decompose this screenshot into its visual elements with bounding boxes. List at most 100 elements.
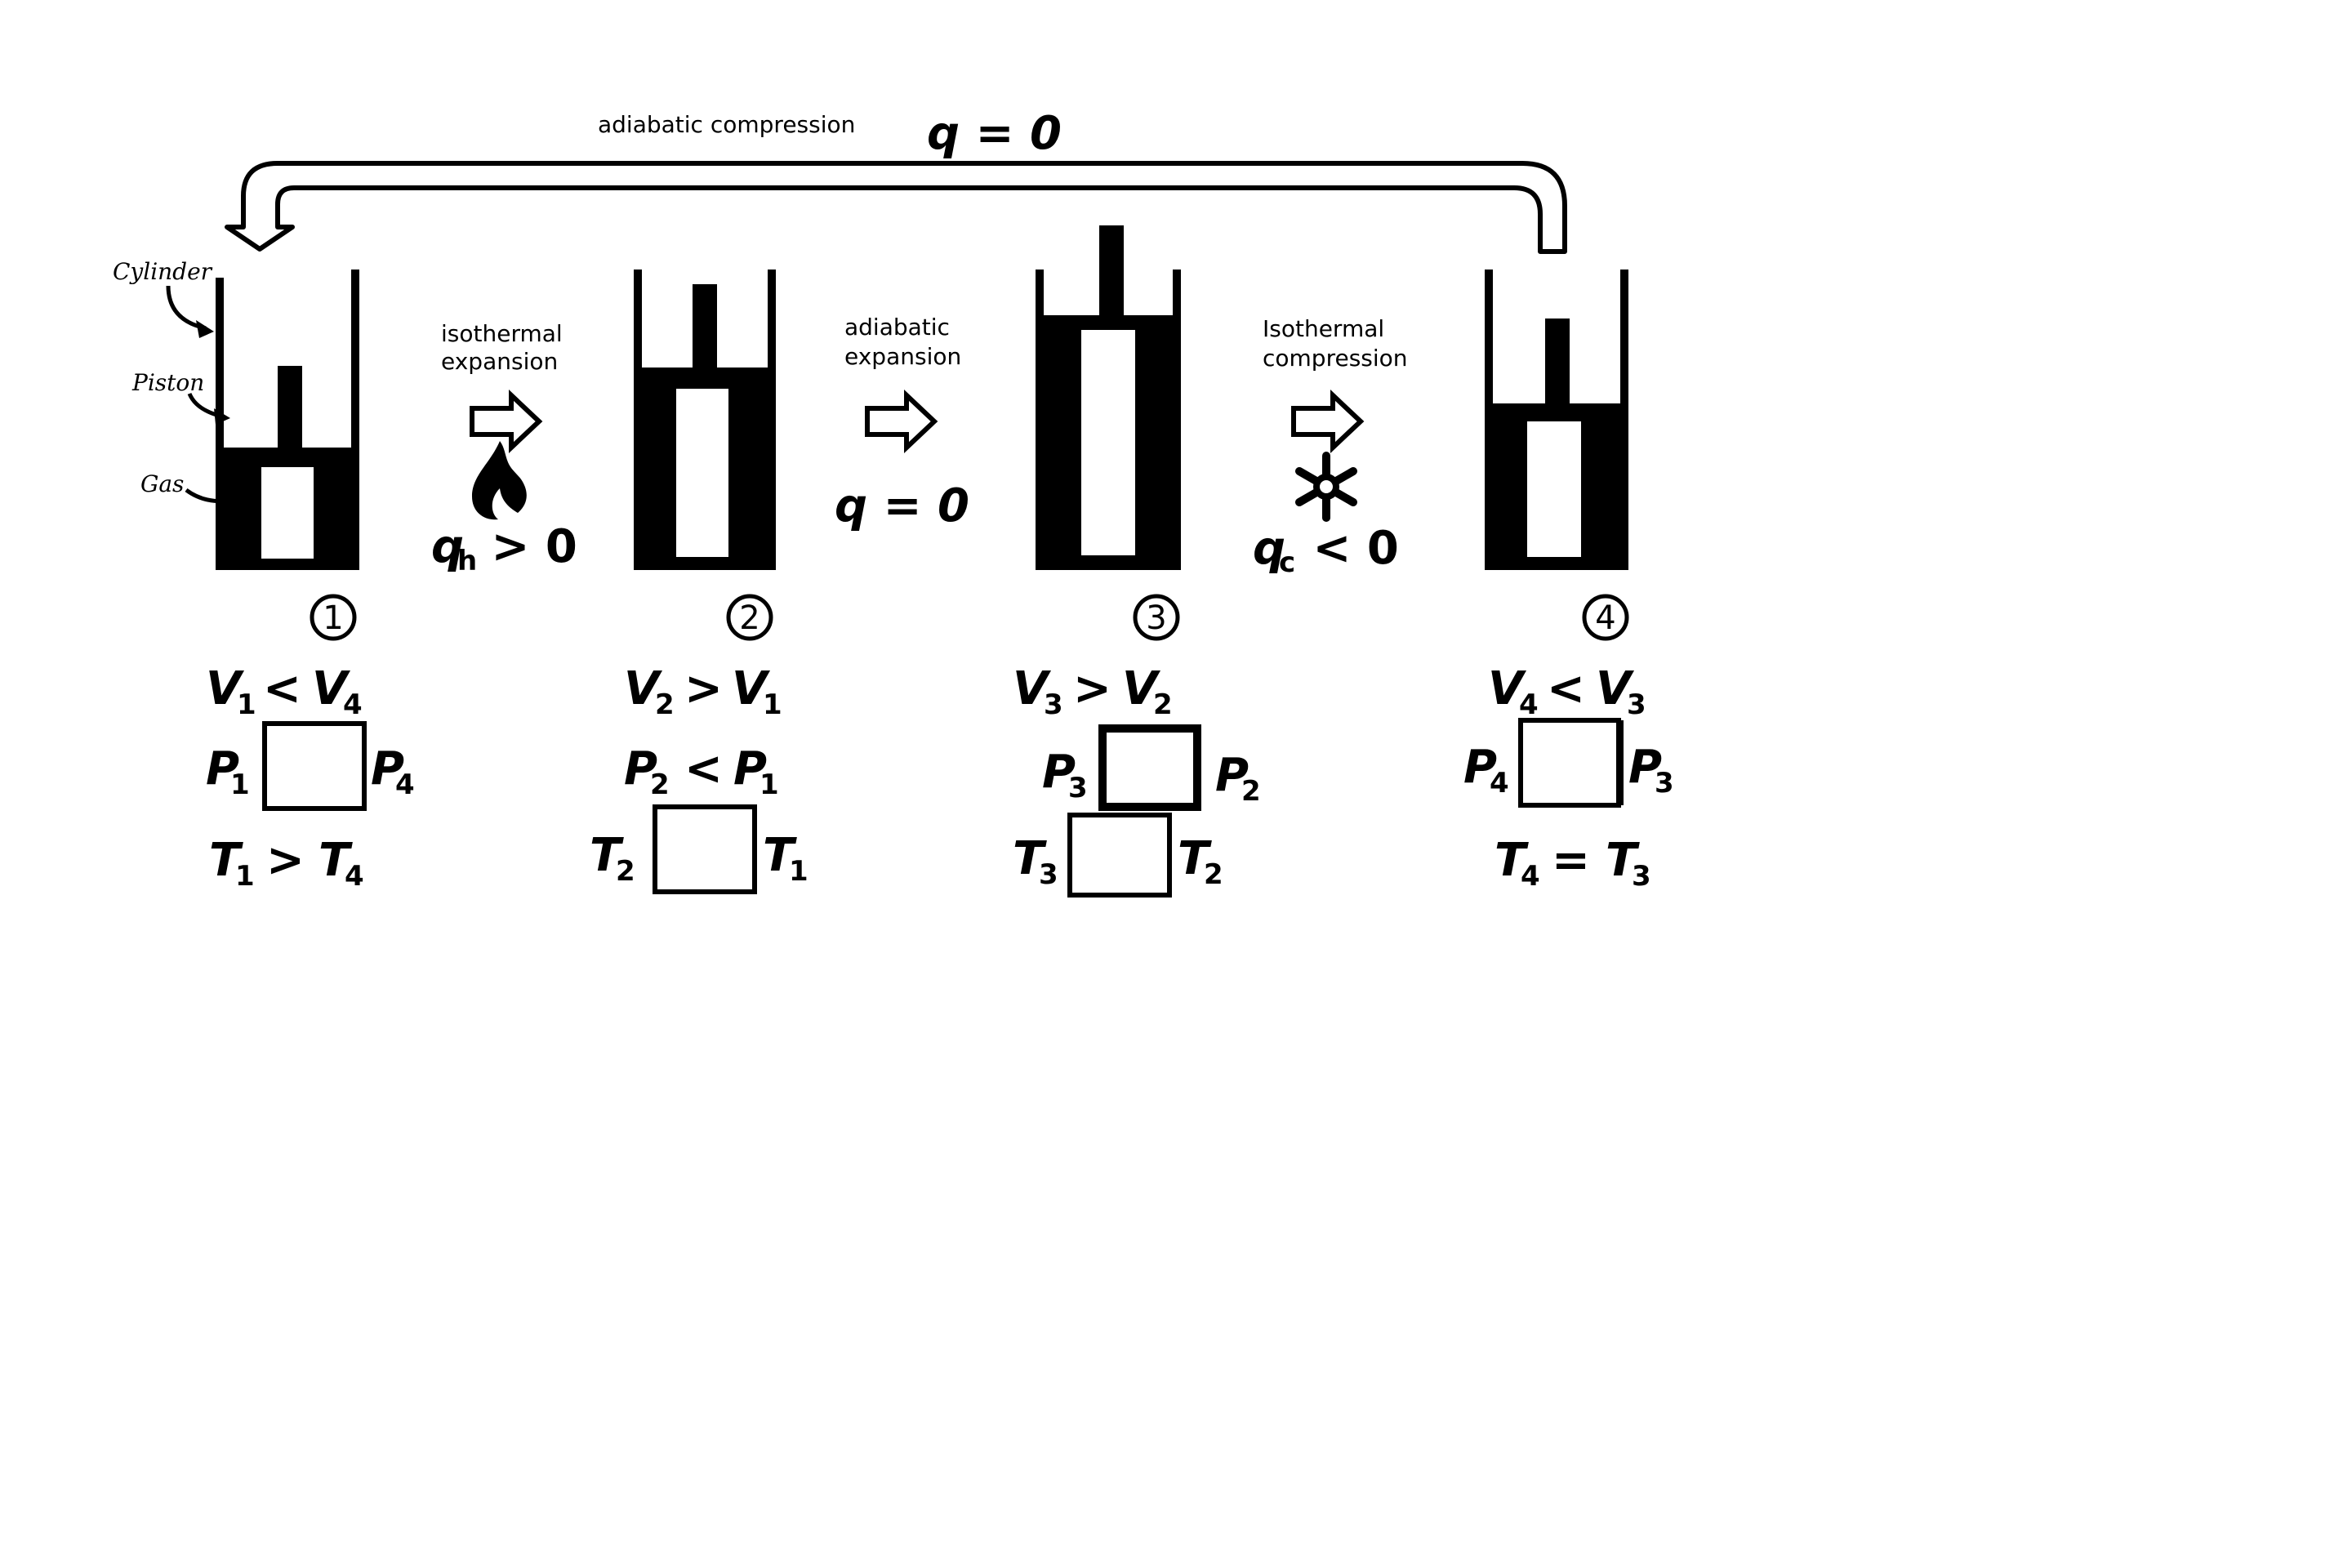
svg-text:P: P xyxy=(371,742,404,795)
step-3-heat-sub: c xyxy=(1279,546,1295,579)
svg-text:P: P xyxy=(206,742,239,795)
svg-text:P: P xyxy=(733,742,767,795)
step-1-heat-rel: > 0 xyxy=(475,520,577,573)
svg-text:2: 2 xyxy=(1153,688,1173,721)
loop-process-label: adiabatic compression xyxy=(598,111,855,138)
svg-text:3: 3 xyxy=(1068,772,1088,804)
svg-text:P: P xyxy=(1628,741,1662,794)
svg-text:3: 3 xyxy=(1632,860,1651,893)
svg-text:2: 2 xyxy=(616,855,635,888)
answer-box-p4-p3[interactable] xyxy=(1518,718,1621,808)
step-1-heat-q: q xyxy=(431,520,464,573)
svg-text:<: < xyxy=(684,742,723,795)
piston-rod xyxy=(693,284,717,374)
step-2-heat: q = 0 xyxy=(835,479,969,532)
svg-text:T: T xyxy=(1013,832,1047,885)
svg-text:P: P xyxy=(1463,741,1497,794)
svg-text:3: 3 xyxy=(1655,767,1674,800)
svg-text:=: = xyxy=(1552,834,1590,887)
step-adiabatic-expansion: adiabatic expansion q = 0 xyxy=(835,314,969,532)
loop-heat-label: q = 0 xyxy=(927,107,1062,160)
svg-text:2: 2 xyxy=(1204,858,1223,891)
piston-rod xyxy=(278,366,302,452)
svg-text:>: > xyxy=(1073,662,1111,715)
flame-icon xyxy=(472,441,527,520)
state-number-1: 1 xyxy=(323,599,343,637)
svg-text:3: 3 xyxy=(1039,858,1058,891)
state-1-relations: V 1 < V 4 P 1 P 4 T 1 > T 4 xyxy=(206,662,415,893)
svg-text:4: 4 xyxy=(395,768,415,801)
svg-text:T: T xyxy=(1606,834,1640,887)
svg-text:<: < xyxy=(1547,662,1585,715)
cylinder-label: Cylinder xyxy=(113,258,213,285)
cylinder-pointer-head xyxy=(196,320,214,338)
svg-text:T: T xyxy=(318,834,353,887)
adiabatic-compression-loop: adiabatic compression q = 0 xyxy=(225,107,1567,254)
svg-text:P: P xyxy=(1215,749,1249,802)
answer-box-p1-p4[interactable] xyxy=(262,721,367,811)
gas-volume xyxy=(261,467,314,559)
step-2-arrow xyxy=(865,390,938,453)
piston-label: Piston xyxy=(131,369,204,396)
svg-text:P: P xyxy=(624,742,657,795)
step-3-heat-rel: < 0 xyxy=(1297,522,1399,575)
state-4-circle xyxy=(1582,594,1629,641)
state-number-4: 4 xyxy=(1595,599,1615,637)
state-2-relations: V 2 > V 1 P 2 < P 1 T 2 T 1 xyxy=(590,662,808,894)
step-1-heat-sub: h xyxy=(457,545,477,577)
svg-text:V: V xyxy=(1122,662,1161,715)
svg-text:>: > xyxy=(266,834,305,887)
svg-text:V: V xyxy=(312,662,351,715)
gas-label: Gas xyxy=(140,470,184,497)
svg-text:T: T xyxy=(1494,834,1529,887)
svg-text:4: 4 xyxy=(1519,688,1539,721)
svg-text:4: 4 xyxy=(345,860,364,893)
cylinder-state-4: 4 xyxy=(1485,270,1629,641)
svg-text:4: 4 xyxy=(1521,860,1540,893)
svg-text:2: 2 xyxy=(650,768,670,801)
state-3-relations: V 3 > V 2 P 3 P 2 T 3 T 2 xyxy=(1013,662,1261,898)
cylinder-state-3: 3 xyxy=(1036,225,1181,641)
svg-text:V: V xyxy=(1596,662,1635,715)
step-2-line2: expansion xyxy=(844,343,961,370)
state-3-circle xyxy=(1133,594,1180,641)
svg-text:V: V xyxy=(1488,662,1527,715)
svg-text:T: T xyxy=(590,829,624,882)
svg-text:1: 1 xyxy=(789,855,808,888)
state-2-circle xyxy=(726,594,773,641)
svg-text:P: P xyxy=(1042,746,1076,799)
svg-text:1: 1 xyxy=(237,688,256,721)
state-1-circle xyxy=(310,594,357,641)
svg-text:V: V xyxy=(1013,662,1052,715)
step-3-arrow xyxy=(1291,390,1365,453)
svg-text:V: V xyxy=(624,662,663,715)
answer-box-t3-t2[interactable] xyxy=(1067,813,1172,898)
snowflake-icon xyxy=(1295,452,1357,522)
svg-text:T: T xyxy=(1178,832,1212,885)
svg-text:1: 1 xyxy=(230,768,250,801)
gas-volume xyxy=(1527,421,1581,557)
piston-rod xyxy=(1545,318,1570,410)
step-3-line2: compression xyxy=(1263,345,1408,372)
step-1-line1: isothermal xyxy=(441,320,563,347)
svg-text:T: T xyxy=(763,829,797,882)
answer-box-p3-p2[interactable] xyxy=(1098,724,1201,811)
step-3-heat-q: q xyxy=(1253,522,1285,575)
svg-text:4: 4 xyxy=(1490,767,1509,800)
svg-text:1: 1 xyxy=(235,860,255,893)
svg-text:3: 3 xyxy=(1627,688,1646,721)
state-number-3: 3 xyxy=(1146,599,1166,637)
svg-text:2: 2 xyxy=(1241,775,1261,808)
gas-volume xyxy=(676,389,728,557)
piston-rod xyxy=(1099,225,1124,322)
v1-op: < xyxy=(263,662,301,715)
step-2-line1: adiabatic xyxy=(844,314,950,341)
cylinder-state-2: 2 xyxy=(634,270,776,641)
svg-text:4: 4 xyxy=(343,688,363,721)
cylinder-pointer xyxy=(166,285,207,331)
svg-text:>: > xyxy=(684,662,723,715)
answer-box-t2-t1[interactable] xyxy=(653,804,757,894)
step-isothermal-compression: Isothermal compression q c < 0 xyxy=(1253,315,1408,579)
svg-text:3: 3 xyxy=(1044,688,1063,721)
